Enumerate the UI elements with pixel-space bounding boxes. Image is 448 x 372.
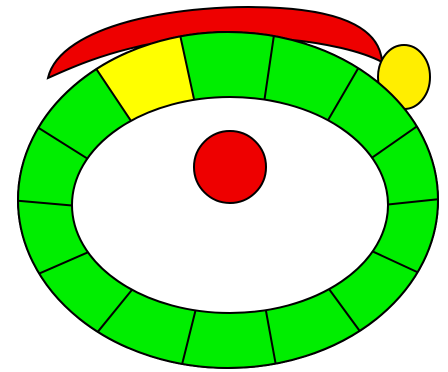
track-segment[interactable]	[180, 32, 273, 100]
inner-field	[72, 97, 388, 313]
track-segment[interactable]	[182, 310, 275, 368]
red-center-token[interactable]	[194, 131, 266, 203]
